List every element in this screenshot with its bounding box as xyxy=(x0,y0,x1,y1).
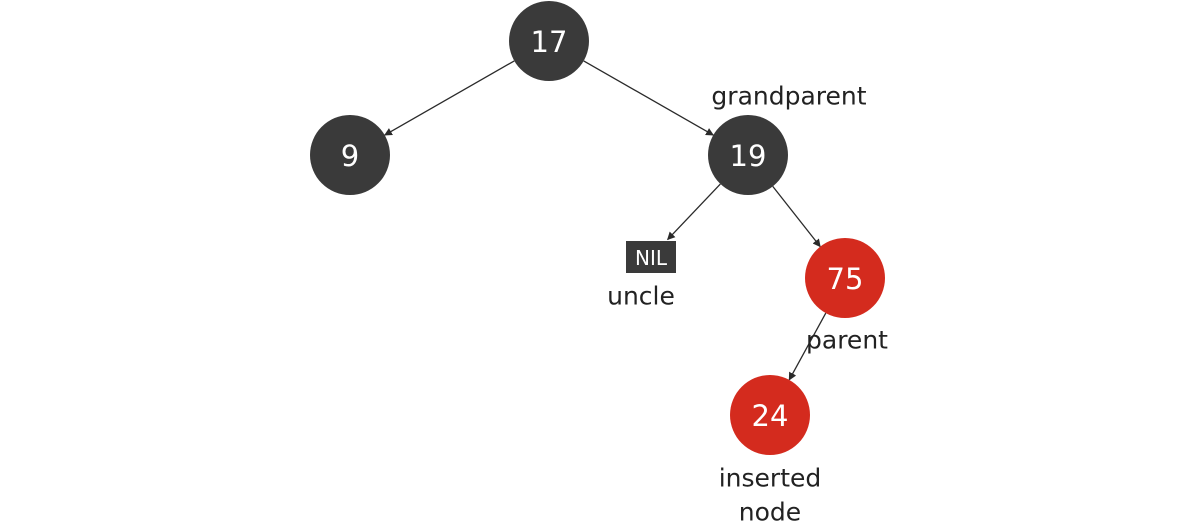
node-label: 75 xyxy=(827,262,864,296)
edge-n17-to-n9 xyxy=(384,60,515,136)
edge-n19-to-nil xyxy=(667,183,721,241)
node-label: 24 xyxy=(752,399,789,433)
node-label: NIL xyxy=(635,246,668,270)
node-label: 19 xyxy=(730,139,767,173)
node-annotations: grandparent uncle parent inserted node xyxy=(607,82,888,522)
red-node-circle xyxy=(730,375,810,455)
tree-node-9: 9 xyxy=(310,115,390,195)
tree-node-75: 75 xyxy=(805,238,885,318)
tree-node-24: 24 xyxy=(730,375,810,455)
tree-node-17: 17 xyxy=(509,1,589,81)
edge-n75-to-n24 xyxy=(788,312,827,381)
nil-leaf: NIL xyxy=(626,241,676,273)
inserted-annotation-line1: inserted xyxy=(719,464,822,493)
uncle-annotation: uncle xyxy=(607,282,675,311)
edge-n19-to-n75 xyxy=(772,186,821,248)
edge-n17-to-n19 xyxy=(583,60,714,136)
grandparent-annotation: grandparent xyxy=(711,82,866,111)
tree-edges xyxy=(384,60,827,381)
node-label: 17 xyxy=(531,25,568,59)
black-node-circle xyxy=(310,115,390,195)
node-label: 9 xyxy=(341,139,359,173)
black-node-circle xyxy=(708,115,788,195)
inserted-annotation-line2: node xyxy=(739,498,801,522)
parent-annotation: parent xyxy=(806,326,888,355)
nil-box xyxy=(626,241,676,273)
black-node-circle xyxy=(509,1,589,81)
red-node-circle xyxy=(805,238,885,318)
tree-node-19: 19 xyxy=(708,115,788,195)
